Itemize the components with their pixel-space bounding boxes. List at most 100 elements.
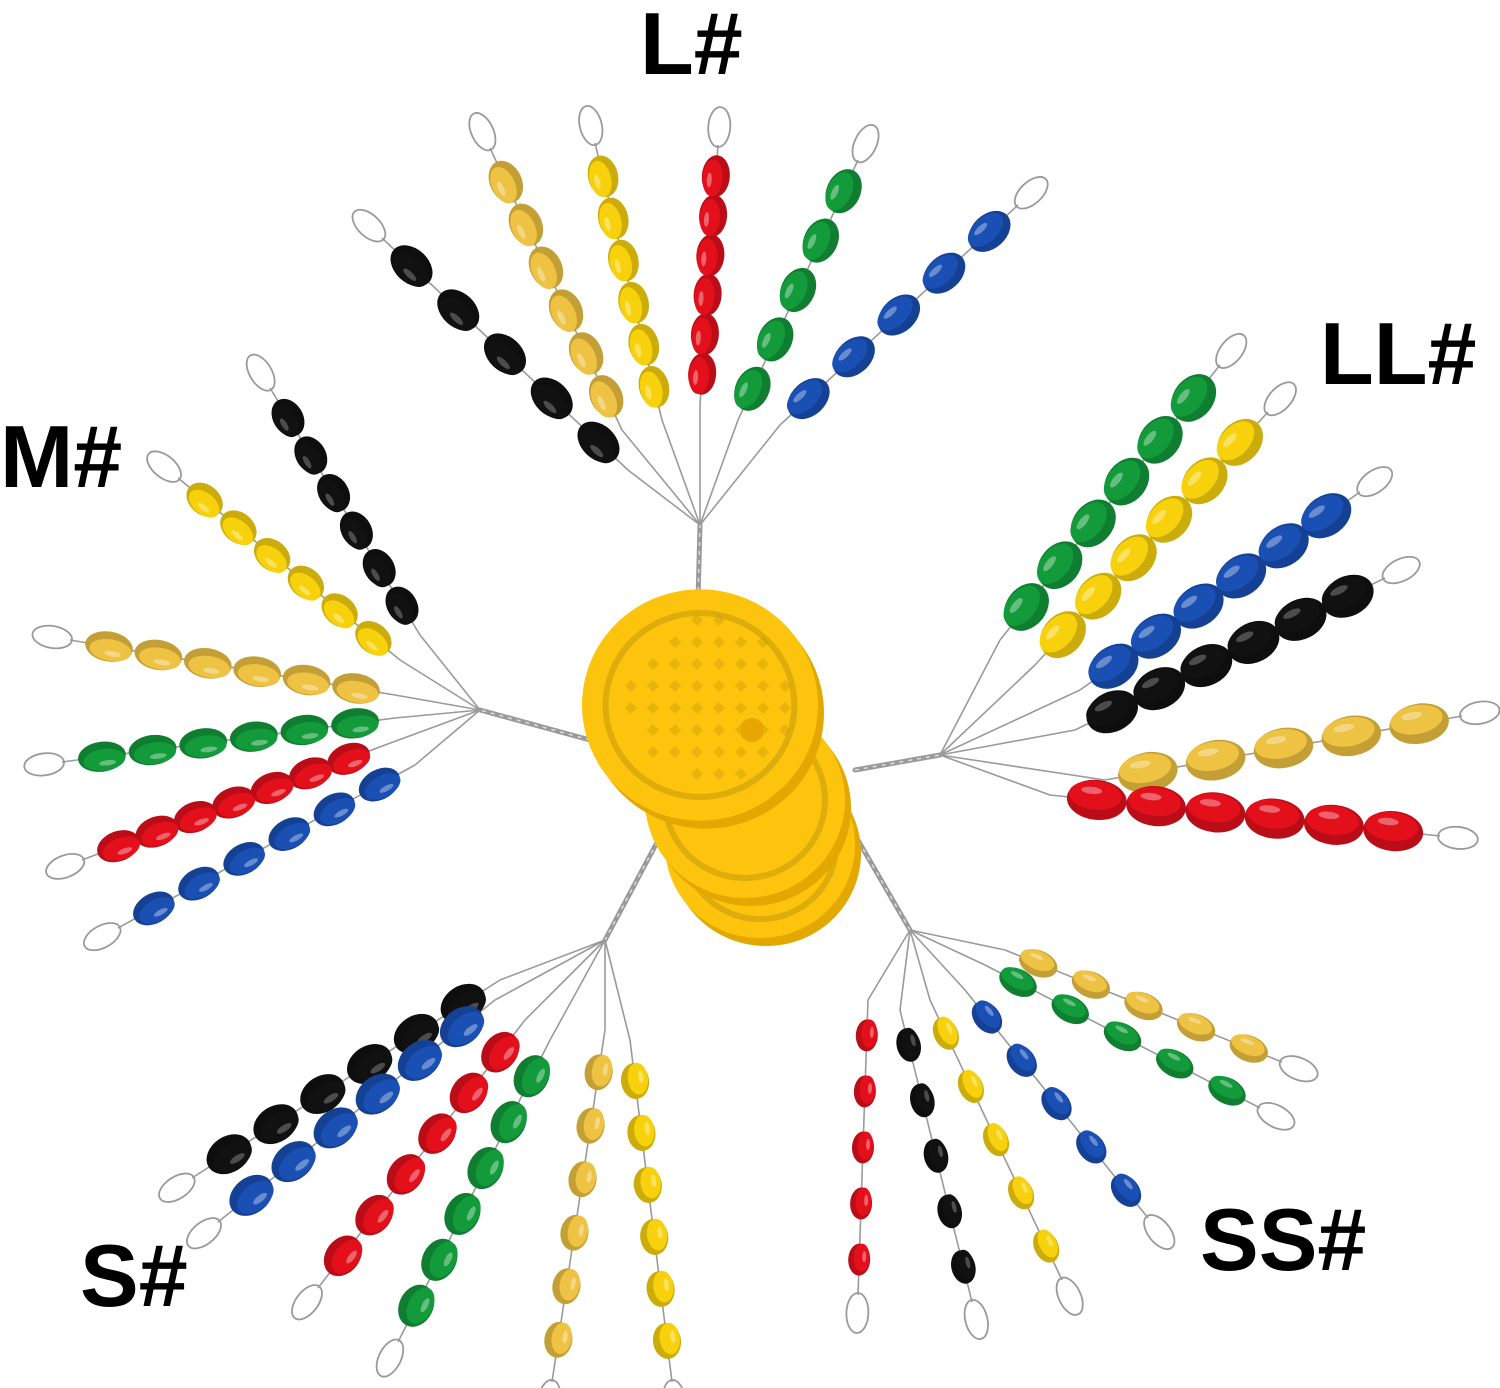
- spool-grid-cell: [669, 636, 681, 648]
- spool-grid-cell: [669, 746, 681, 758]
- blue-bead: [1110, 1173, 1142, 1207]
- bead-face: [222, 517, 254, 546]
- yellow-bead: [932, 1016, 959, 1050]
- blue-bead: [397, 1039, 443, 1081]
- green-bead: [1003, 583, 1049, 631]
- green-bead: [1070, 499, 1116, 548]
- bead-shine: [489, 1160, 499, 1175]
- bead-face: [619, 287, 643, 324]
- bead-shine: [604, 216, 611, 232]
- spool-grid-cell: [647, 680, 659, 692]
- fan-wire: [909, 929, 1006, 951]
- yellow-bead: [1181, 457, 1228, 505]
- bead-shine: [862, 1250, 867, 1263]
- bead-face: [756, 320, 785, 359]
- bead-face: [287, 672, 329, 695]
- yellow-spool: [582, 589, 861, 947]
- bead-face: [273, 405, 300, 438]
- amber-bead: [1124, 991, 1163, 1021]
- bead-shine: [302, 455, 312, 469]
- bead-shine: [199, 883, 213, 892]
- fan-wire: [939, 689, 1081, 756]
- green-bead: [1103, 457, 1150, 506]
- bead-face: [1130, 615, 1174, 652]
- spool-grid-cell: [735, 680, 747, 692]
- bead-shine: [1141, 677, 1160, 689]
- bead-face: [653, 1270, 674, 1303]
- bead-shine: [1010, 971, 1024, 979]
- spool-grid-cell: [691, 614, 703, 626]
- yellow-bead: [253, 537, 291, 573]
- green-bead: [490, 1101, 527, 1144]
- green-bead: [756, 317, 794, 362]
- bead-face: [490, 166, 517, 204]
- bead-face: [336, 715, 379, 738]
- blue-bead: [922, 252, 966, 294]
- bead-face: [702, 159, 723, 197]
- bead-face: [1216, 421, 1255, 461]
- bead-face: [1079, 1130, 1105, 1158]
- bead-face: [855, 1187, 872, 1216]
- bead-shine: [379, 783, 394, 793]
- bead-face: [697, 238, 718, 276]
- green-bead: [280, 714, 329, 746]
- bead-face: [901, 1027, 920, 1058]
- spool-grid-cell: [691, 702, 703, 714]
- fan-wire: [384, 709, 481, 746]
- bead-face: [1365, 811, 1418, 842]
- bead-shine: [1110, 472, 1123, 488]
- spool-grid-cell: [669, 658, 681, 670]
- bead-shine: [602, 1063, 609, 1076]
- bead-face: [184, 872, 220, 899]
- bead-face: [406, 1287, 435, 1324]
- yellow-bead: [627, 1114, 656, 1151]
- bead-face: [333, 748, 371, 774]
- green-bead: [467, 1146, 504, 1190]
- bead-face: [1036, 544, 1074, 585]
- red-bead: [135, 815, 179, 848]
- bead-shine: [996, 1129, 1003, 1141]
- green-bead: [78, 741, 126, 772]
- bead-shine: [830, 184, 840, 200]
- bead-face: [694, 278, 715, 315]
- bead-shine: [910, 1034, 916, 1047]
- bead-shine: [1308, 505, 1325, 518]
- black-bead: [385, 586, 419, 625]
- bead-face: [486, 341, 522, 376]
- blue-bead: [877, 294, 921, 336]
- bead-shine: [965, 1256, 971, 1269]
- yellow-bead: [620, 1062, 650, 1099]
- bead-face: [1088, 645, 1131, 682]
- spool-grid-cell: [779, 702, 791, 714]
- bead-shine: [1096, 655, 1112, 669]
- green-bead: [779, 267, 817, 313]
- bead-shine: [739, 382, 748, 398]
- bead-face: [1170, 376, 1208, 417]
- bead-face: [1053, 994, 1086, 1018]
- bead-shine: [334, 808, 349, 818]
- wire-loop: [1143, 1214, 1176, 1250]
- bead-face: [588, 160, 612, 198]
- bead-face: [591, 1054, 613, 1087]
- spool-grid-cell: [669, 702, 681, 714]
- bead-shine: [440, 1128, 452, 1142]
- bead-shine: [614, 258, 621, 274]
- red-bead: [851, 1131, 875, 1164]
- green-bead: [128, 734, 177, 766]
- fan-wire: [909, 929, 986, 966]
- wire-loop: [1256, 1101, 1296, 1131]
- bead-shine: [403, 268, 417, 281]
- spool-grid-cell: [647, 658, 659, 670]
- bead-face: [688, 357, 710, 395]
- spool-grid-cell: [625, 680, 637, 692]
- bead-face: [285, 721, 328, 745]
- bead-shine: [497, 181, 506, 196]
- blue-bead: [1130, 613, 1182, 659]
- bead-shine: [203, 667, 220, 674]
- bead-shine: [1063, 998, 1076, 1007]
- bead-shine: [1283, 608, 1301, 619]
- red-bead: [855, 1019, 878, 1052]
- bead-face: [188, 655, 231, 679]
- bead-face: [634, 1114, 655, 1147]
- wire-loop: [245, 353, 276, 392]
